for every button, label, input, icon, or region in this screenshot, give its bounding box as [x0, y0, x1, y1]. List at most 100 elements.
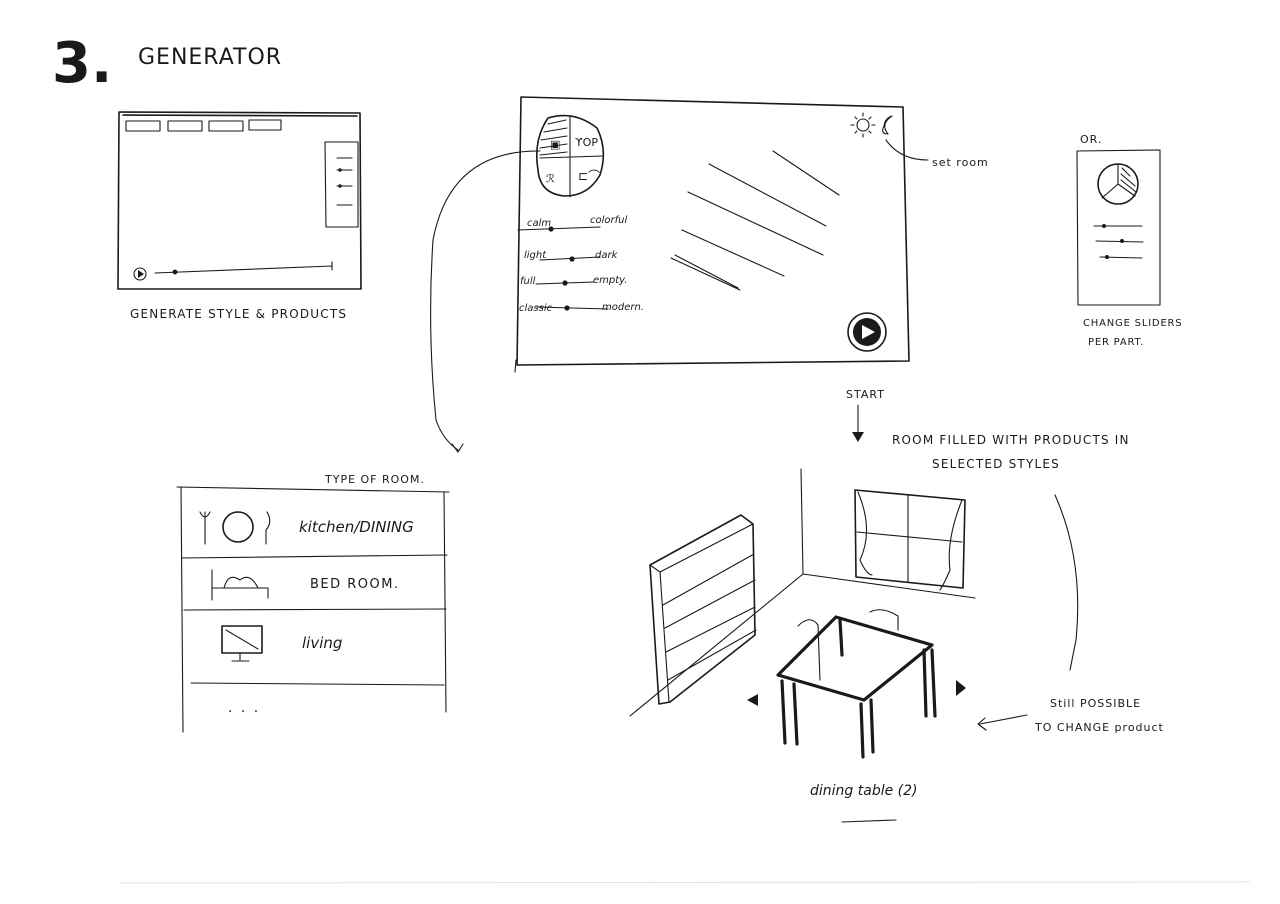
tab-placeholder-3[interactable]: [208, 120, 244, 132]
mobile-wheel-dividers: [1101, 163, 1136, 199]
slider-1-track[interactable]: [517, 226, 601, 231]
tab-placeholder-4[interactable]: [248, 119, 282, 131]
room-type-list-sketch: TYPE OF ROOM. kitchen/DINING BED ROOM. l…: [176, 473, 450, 733]
room-preview-placeholder: [670, 150, 840, 291]
slider-4-left-label: classic: [519, 303, 553, 314]
section-number: 3.: [52, 31, 112, 96]
section-title: GENERATOR: [138, 45, 282, 70]
wheel-bed-icon: ⊏⌒: [578, 169, 600, 183]
bookshelf: [649, 514, 757, 705]
chairs: [797, 609, 899, 681]
set-room-note: set room: [932, 156, 989, 169]
mobile-slider-knob[interactable]: [1120, 239, 1124, 243]
style-wheel-outline: [535, 114, 605, 197]
change-product-pointer: [977, 714, 1028, 731]
change-product-note-1: Still POSSIBLE: [1050, 697, 1141, 710]
moon-icon[interactable]: [882, 115, 893, 135]
tab-placeholder-2[interactable]: [167, 120, 203, 132]
day-night-toggle[interactable]: [850, 112, 893, 138]
table-legs: [780, 618, 937, 759]
bookshelf-sides: [649, 523, 754, 703]
room-type-item-kitchen[interactable]: kitchen/DINING: [199, 511, 414, 545]
room-corner-lines: [629, 468, 976, 717]
screen-frame: [117, 111, 362, 290]
slider-3-knob[interactable]: [562, 280, 568, 286]
sun-icon[interactable]: [856, 118, 870, 132]
slider-4-knob[interactable]: [564, 305, 570, 311]
more-items: . . .: [228, 700, 260, 716]
slider-panel: [324, 141, 359, 228]
start-arrow-head: [852, 432, 864, 442]
change-product-note-2: TO CHANGE product: [1034, 721, 1164, 734]
product-label: dining table (2): [810, 783, 918, 799]
screen-frame-inner-line: [122, 114, 358, 117]
knife-icon: [265, 511, 271, 545]
timeline-knob[interactable]: [172, 269, 178, 275]
connector-arrowhead: [451, 443, 464, 453]
room-type-label: living: [302, 634, 342, 652]
room-type-item-bedroom[interactable]: BED ROOM.: [211, 569, 400, 601]
tv-stand: [225, 629, 259, 662]
room-filled-note-2: SELECTED STYLES: [932, 457, 1060, 471]
next-product-arrow[interactable]: [956, 680, 966, 696]
style-wheel[interactable]: ▣ ϒOP ℛ ⊏⌒: [535, 114, 605, 198]
main-screen-frame: [516, 96, 910, 366]
list-divider: [190, 682, 445, 686]
slider-4-track[interactable]: [536, 306, 609, 310]
wheel-hatching: [539, 119, 568, 156]
list-side-lines: [180, 486, 447, 733]
style-sliders[interactable]: calm colorful light dark full empty. cla…: [517, 215, 644, 314]
panel-sliders[interactable]: [336, 157, 353, 206]
style-wheel-dividers: [539, 115, 604, 198]
window-frame: [854, 489, 966, 589]
curtains: [857, 491, 963, 591]
slider-2-knob[interactable]: [569, 256, 575, 262]
bed-icon: [211, 569, 269, 601]
bookshelf-frame: [649, 514, 756, 705]
fork-icon: [199, 511, 211, 545]
mobile-wheel-hatching: [1120, 167, 1137, 193]
start-note: START: [846, 388, 885, 401]
mobile-slider-knob[interactable]: [1105, 255, 1109, 259]
sun-rays: [850, 112, 876, 138]
product-label-underline: [841, 819, 897, 823]
wheel-to-roomtype-connector: [430, 150, 541, 451]
mobile-sliders[interactable]: [1093, 225, 1144, 259]
timeline-slider[interactable]: [154, 261, 333, 274]
slider-4-right-label: modern.: [602, 302, 644, 313]
mobile-alternative-sketch: OR. CHANGE SLIDERS PER PART.: [1076, 133, 1182, 348]
previous-product-arrow[interactable]: [747, 694, 758, 706]
window-mullions: [856, 494, 963, 583]
room-type-item-living[interactable]: living: [221, 625, 342, 662]
play-button-icon[interactable]: [133, 267, 147, 281]
slider-3-right-label: empty.: [593, 275, 627, 286]
room-note-curve: [1054, 494, 1079, 671]
frame-tail: [514, 359, 517, 373]
wheel-dining-icon: ϒOP: [575, 136, 598, 149]
room-type-label: BED ROOM.: [310, 577, 400, 592]
mobile-caption-line1: CHANGE SLIDERS: [1083, 318, 1182, 329]
window-with-curtains: [854, 489, 966, 591]
room-type-label: kitchen/DINING: [299, 518, 414, 536]
room-type-heading: TYPE OF ROOM.: [324, 473, 425, 486]
play-icon: [862, 325, 875, 339]
slider-1-left-label: calm: [527, 218, 551, 229]
mobile-frame: [1076, 149, 1161, 306]
list-top-line: [176, 486, 450, 493]
slider-1-knob[interactable]: [548, 226, 554, 232]
cutlery-plate-icon: [222, 511, 254, 543]
tv-icon: [221, 625, 263, 654]
wheel-sofa-icon: ▣: [550, 138, 560, 151]
start-button[interactable]: [847, 312, 887, 352]
panel-slider-knob[interactable]: [338, 184, 342, 188]
slider-2-left-label: light: [524, 250, 547, 261]
mobile-caption-line2: PER PART.: [1088, 337, 1144, 348]
mobile-slider-knob[interactable]: [1102, 224, 1106, 228]
room-scene-sketch: Still POSSIBLE TO CHANGE product dining …: [629, 468, 1164, 823]
sketch1-caption: GENERATE STYLE & PRODUCTS: [130, 307, 347, 321]
tab-placeholder-1[interactable]: [125, 120, 161, 132]
generator-wireframe-sketch: GENERATE STYLE & PRODUCTS: [117, 111, 362, 321]
panel-slider-knob[interactable]: [338, 168, 342, 172]
dining-table[interactable]: [776, 615, 937, 759]
